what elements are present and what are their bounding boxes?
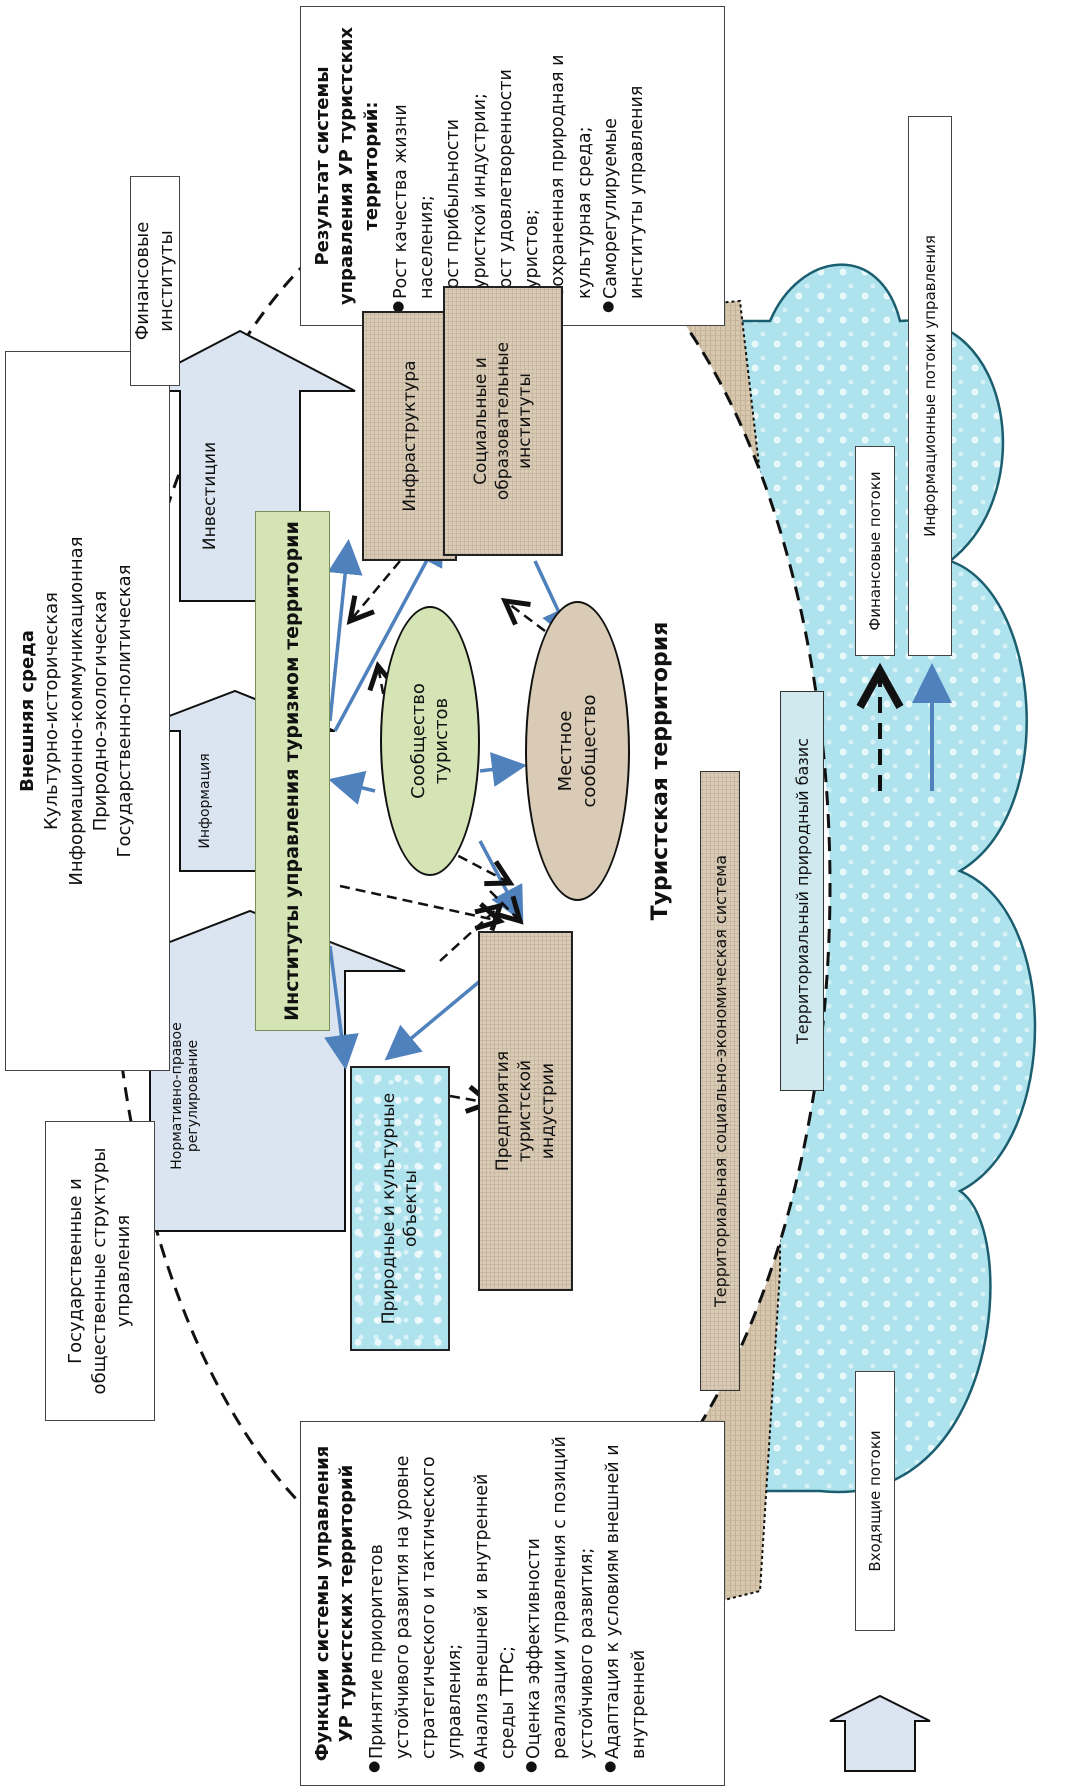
- legend-info-box: Информационные потоки управления: [908, 116, 952, 656]
- functions-title: Функции системы управления УР туристских…: [312, 1445, 358, 1762]
- natural-base-label-box: Территориальный природный базис: [780, 691, 824, 1091]
- external-environment-box: Внешняя среда Культурно-историческая Инф…: [5, 351, 170, 1071]
- function-item: Оценка эффективности реализации управлен…: [521, 1434, 600, 1773]
- enterprises-label: Предприятия туристской индустрии: [493, 1050, 558, 1172]
- external-line: Информационно-коммуникационная: [65, 536, 87, 886]
- information-label: Информация: [197, 753, 213, 849]
- legend-incoming-label: Входящие потоки: [866, 1430, 884, 1572]
- function-item: Принятие приоритетов устойчивого развити…: [364, 1434, 469, 1773]
- result-item: Сохраненная природная и культурная среда…: [545, 19, 598, 313]
- enterprises-box: Предприятия туристской индустрии: [478, 931, 573, 1291]
- local-community-label: Местное сообщество: [555, 694, 600, 808]
- function-item: Анализ внешней и внутренней среды ТТРС;: [469, 1434, 522, 1773]
- social-institutes-box: Социальные и образовательные институты: [443, 286, 563, 556]
- finance-institutes-label: Финансовые институты: [131, 221, 177, 341]
- natural-base-label: Территориальный природный базис: [792, 738, 812, 1045]
- socio-economic-label-box: Территориальная социально-экономическая …: [700, 771, 740, 1391]
- results-title: Результат системы управления УР туристск…: [312, 26, 382, 306]
- institutes-label: Институты управления туризмом территории: [281, 521, 304, 1021]
- finance-institutes-box: Финансовые институты: [130, 176, 180, 386]
- legend-incoming-box: Входящие потоки: [855, 1371, 895, 1631]
- natural-objects-label: Природные и культурные объекты: [378, 1092, 421, 1325]
- legend-financial-box: Финансовые потоки: [855, 446, 895, 656]
- social-institutes-label: Социальные и образовательные институты: [470, 341, 536, 501]
- result-item: Рост удовлетворенности туристов;: [493, 19, 546, 313]
- gov-structures-box: Государственные и общественные структуры…: [45, 1121, 155, 1421]
- gov-structures-label: Государственные и общественные структуры…: [64, 1147, 135, 1395]
- result-item: Саморегулируемые институты управления: [598, 19, 651, 313]
- legend-incoming-arrow: [829, 1694, 931, 1772]
- functions-box: Функции системы управления УР туристских…: [300, 1421, 725, 1786]
- function-item: Адаптация к условиям внешней и внутренне…: [600, 1434, 653, 1773]
- external-line: Природно-экологическая: [89, 590, 111, 832]
- result-item: Рост качества жизни населения;: [388, 19, 441, 313]
- local-community-ellipse: Местное сообщество: [525, 601, 630, 901]
- external-line: Культурно-историческая: [41, 592, 63, 830]
- external-title: Внешняя среда: [17, 630, 38, 792]
- results-box: Результат системы управления УР туристск…: [300, 6, 725, 326]
- external-line: Государственно-политическая: [114, 564, 136, 858]
- legend-info-label: Информационные потоки управления: [921, 235, 939, 537]
- regulation-label: Нормативно-правое регулирование: [169, 1022, 201, 1170]
- tourists-ellipse: Сообщество туристов: [380, 606, 480, 876]
- tourists-label: Сообщество туристов: [407, 683, 452, 799]
- info-flows: [324, 529, 575, 1070]
- territory-title: Туристская территория: [647, 621, 673, 921]
- socio-economic-label: Территориальная социально-экономическая …: [710, 854, 730, 1308]
- investments-label: Инвестиции: [200, 441, 220, 551]
- result-item: Рост прибыльности туристкой индустрии;: [440, 19, 493, 313]
- legend-financial-label: Финансовые потоки: [866, 471, 884, 631]
- natural-objects-box: Природные и культурные объекты: [350, 1066, 450, 1351]
- infrastructure-label: Инфраструктура: [399, 360, 420, 512]
- institutes-box: Институты управления туризмом территории: [255, 511, 330, 1031]
